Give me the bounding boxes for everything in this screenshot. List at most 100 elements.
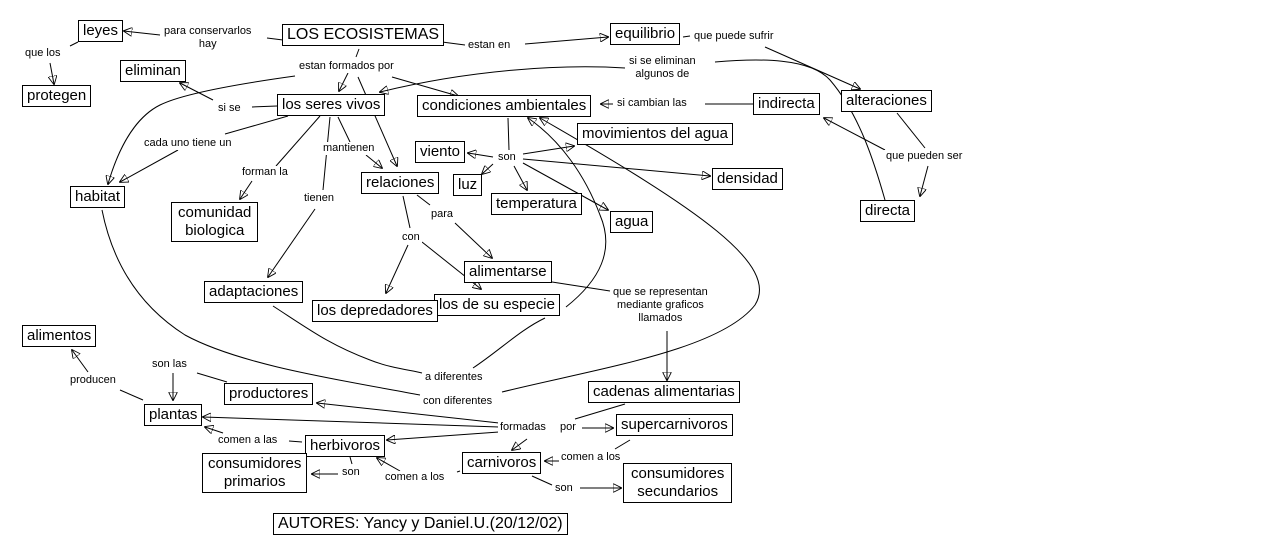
footer-autores: AUTORES: Yancy y Daniel.U.(20/12/02) — [273, 513, 568, 535]
link-supercarnivoros-comen-a-los — [614, 439, 631, 450]
label-si-se-eliminan-line1: si se eliminan — [629, 55, 696, 67]
node-protegen[interactable]: protegen — [22, 85, 92, 107]
label-si-se-eliminan: si se eliminan algunos de — [627, 55, 698, 81]
label-producen: producen — [68, 374, 118, 387]
node-temperatura[interactable]: temperatura — [491, 193, 582, 215]
node-leyes[interactable]: leyes — [78, 20, 124, 42]
link-producen-alimentos — [72, 350, 89, 373]
node-condiciones-ambientales[interactable]: condiciones ambientales — [417, 95, 592, 117]
label-con: con — [400, 231, 422, 244]
node-habitat[interactable]: habitat — [70, 186, 126, 208]
node-supercarnivoros[interactable]: supercarnivoros — [616, 414, 733, 436]
label-por: por — [558, 421, 578, 434]
link-forman-la-comunidad — [240, 180, 253, 199]
label-son-condiciones: son — [496, 151, 518, 164]
link-estan-formados-relaciones — [357, 76, 397, 166]
node-los-de-su-especie[interactable]: los de su especie — [434, 294, 560, 316]
label-comen-a-las: comen a las — [216, 434, 280, 447]
label-si-cambian-las: si cambian las — [615, 97, 689, 110]
link-formadas-plantas — [203, 417, 500, 428]
label-tienen: tienen — [302, 192, 336, 205]
node-consumidores-primarios[interactable]: consumidores primarios — [202, 453, 308, 493]
link-seres-forman-la — [275, 115, 321, 167]
node-densidad[interactable]: densidad — [712, 168, 783, 190]
node-cadenas-alimentarias[interactable]: cadenas alimentarias — [588, 381, 740, 403]
node-cons-prim-line1: consumidores — [208, 455, 302, 472]
link-plantas-producen — [119, 389, 144, 401]
node-agua[interactable]: agua — [610, 211, 654, 233]
node-plantas[interactable]: plantas — [144, 404, 203, 426]
node-cons-sec-line2: secundarios — [637, 483, 719, 500]
link-son-agua — [522, 162, 608, 210]
link-son-movimientos — [522, 146, 574, 155]
label-comen-a-los-herbivoros: comen a los — [383, 471, 447, 484]
label-para-conservarlos-line2: hay — [198, 38, 217, 50]
label-son-las: son las — [150, 358, 189, 371]
node-alimentarse[interactable]: alimentarse — [464, 261, 552, 283]
label-estan-formados-por: estan formados por — [297, 60, 396, 73]
node-movimientos-del-agua[interactable]: movimientos del agua — [577, 123, 733, 145]
link-ecosistemas-estan-en — [441, 41, 466, 46]
label-que-se-representan-line2: mediante graficos — [616, 299, 704, 311]
node-equilibrio[interactable]: equilibrio — [610, 23, 681, 45]
label-son-herbivoros: son — [340, 466, 362, 479]
node-indirecta[interactable]: indirecta — [753, 93, 820, 115]
link-comen-a-los-herbivoros — [377, 458, 401, 472]
link-mantienen-relaciones — [365, 154, 382, 168]
node-comunidad-biologica[interactable]: comunidad biologica — [171, 202, 259, 242]
link-estan-formados-seres-vivos — [339, 72, 349, 91]
node-cons-prim-line2: primarios — [223, 473, 286, 490]
link-tienen-adaptaciones — [268, 208, 316, 277]
label-que-puede-sufrir: que puede sufrir — [692, 30, 776, 43]
label-si-se-eliminan-line2: algunos de — [635, 68, 690, 80]
node-viento[interactable]: viento — [415, 141, 466, 163]
link-son-temperatura — [513, 165, 527, 190]
link-formadas-herbivoros — [387, 431, 500, 440]
node-comunidad-line2: biologica — [185, 222, 245, 239]
link-seres-si-se — [251, 105, 278, 108]
node-consumidores-secundarios[interactable]: consumidores secundarios — [623, 463, 733, 503]
node-luz[interactable]: luz — [453, 174, 483, 196]
link-alimentarse-que-se-representan — [551, 281, 611, 292]
node-eliminan[interactable]: eliminan — [120, 60, 186, 82]
link-comen-a-las-plantas — [205, 427, 224, 433]
node-los-seres-vivos[interactable]: los seres vivos — [277, 94, 386, 116]
label-que-se-representan-line1: que se representan — [613, 286, 708, 298]
label-que-pueden-ser: que pueden ser — [884, 150, 965, 163]
link-condiciones-son — [507, 117, 510, 151]
label-que-se-representan-line3: llamados — [638, 312, 683, 324]
label-a-diferentes: a diferentes — [423, 371, 485, 384]
node-alimentos[interactable]: alimentos — [22, 325, 97, 347]
node-cons-sec-line1: consumidores — [631, 465, 725, 482]
label-son-carnivoros: son — [553, 482, 575, 495]
node-los-depredadores[interactable]: los depredadores — [312, 300, 438, 322]
node-adaptaciones[interactable]: adaptaciones — [204, 281, 304, 303]
node-productores[interactable]: productores — [224, 383, 314, 405]
node-directa[interactable]: directa — [860, 200, 916, 222]
node-los-ecosistemas[interactable]: LOS ECOSISTEMAS — [282, 24, 445, 46]
link-si-se-eliminan-seres — [380, 66, 626, 92]
node-alteraciones[interactable]: alteraciones — [841, 90, 932, 112]
label-estan-en: estan en — [466, 39, 513, 52]
link-formadas-productores — [317, 403, 500, 424]
label-cada-uno-tiene-un: cada uno tiene un — [142, 137, 234, 150]
link-si-se-eliminan-directa — [714, 59, 886, 201]
link-carnivoros-son — [531, 475, 553, 486]
node-relaciones[interactable]: relaciones — [361, 172, 440, 194]
link-seres-mantienen — [337, 116, 351, 143]
label-si-se: si se — [216, 102, 243, 115]
link-relaciones-para — [416, 194, 431, 206]
link-relaciones-con — [402, 195, 411, 229]
label-con-diferentes: con diferentes — [421, 395, 495, 408]
link-ecosistemas-estan-formados — [355, 48, 360, 58]
node-carnivoros[interactable]: carnivoros — [462, 452, 542, 474]
link-para-conservarlos-leyes — [124, 31, 161, 35]
link-estan-formados-condiciones — [391, 76, 458, 96]
node-herbivoros[interactable]: herbivoros — [305, 435, 386, 457]
link-herbivoros-comen-a-las — [288, 440, 303, 443]
link-equilibrio-que-puede-sufrir — [682, 35, 691, 38]
link-son-luz — [482, 163, 494, 174]
label-para: para — [429, 208, 456, 221]
link-formadas-carnivoros — [512, 438, 528, 450]
label-para-conservarlos-line1: para conservarlos — [164, 25, 252, 37]
